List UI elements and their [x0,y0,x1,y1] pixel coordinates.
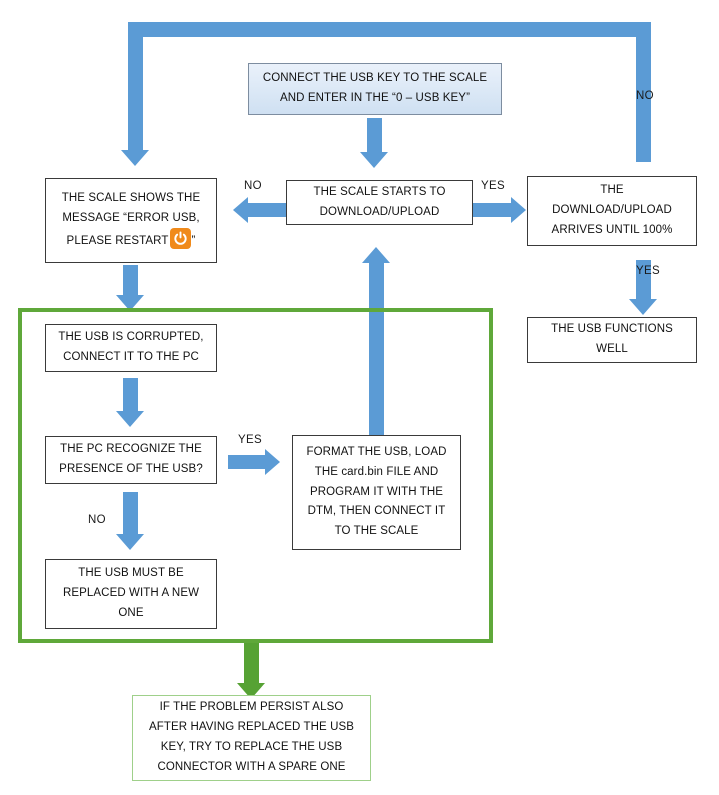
node-connect-usb-key-line1: CONNECT THE USB KEY TO THE SCALE [262,72,488,85]
node-scale-starts[interactable]: THE SCALE STARTS TO DOWNLOAD/UPLOAD [286,180,473,225]
connector-scale-to-error-shaft [248,203,286,217]
connector-recognize-to-format-shaft [228,455,265,469]
node-problem-persist-line2: AFTER HAVING REPLACED THE USB [148,721,355,734]
edge-label-yes-arrives: YES [481,180,505,192]
edge-label-no-replace: NO [88,514,106,526]
connector-start-to-scale-shaft [367,118,382,152]
node-usb-replaced-line2: REPLACED WITH A NEW [62,587,200,600]
connector-loop-right-vertical [636,22,651,162]
connector-corrupted-to-recognize-arrowhead [116,411,144,427]
node-scale-starts-line2: DOWNLOAD/UPLOAD [319,205,440,218]
node-usb-functions-line1: THE USB FUNCTIONS [551,323,673,336]
node-connect-usb-key[interactable]: CONNECT THE USB KEY TO THE SCALE AND ENT… [248,63,502,115]
connector-arrives-to-functions-shaft [636,260,651,299]
node-connect-usb-key-line2: AND ENTER IN THE “0 – USB KEY” [279,92,471,104]
connector-scale-to-arrives-arrowhead [511,197,526,223]
connector-scale-to-arrives-shaft [473,203,511,217]
node-format-usb-line5: TO THE SCALE [334,525,419,538]
node-problem-persist[interactable]: IF THE PROBLEM PERSIST ALSO AFTER HAVING… [132,695,371,781]
connector-loop-left-vertical [128,22,143,150]
node-error-usb-line3: PLEASE RESTART [66,235,169,248]
node-download-arrives-100[interactable]: THE DOWNLOAD/UPLOAD ARRIVES UNTIL 100% [527,176,697,246]
node-pc-recognize-line1: THE PC RECOGNIZE THE [60,443,202,456]
edge-label-yes-format: YES [238,434,262,446]
node-usb-corrupted-line1: THE USB IS CORRUPTED, [58,331,204,344]
node-format-usb-line4: DTM, THEN CONNECT IT [307,505,446,518]
node-usb-functions-well[interactable]: THE USB FUNCTIONS WELL [527,317,697,363]
node-download-arrives-line1: THE [600,184,624,197]
edge-label-yes-functions: YES [636,265,660,277]
edge-label-no-loop-top: NO [636,90,654,102]
power-icon [169,228,191,250]
node-format-usb-line1: FORMAT THE USB, LOAD [306,446,447,459]
node-error-usb-line1: THE SCALE SHOWS THE [61,191,201,204]
connector-start-to-scale-arrowhead [360,152,388,168]
node-usb-replaced-line3: ONE [118,606,144,619]
node-format-usb[interactable]: FORMAT THE USB, LOAD THE card.bin FILE A… [292,435,461,550]
connector-recognize-to-replaced-shaft [123,492,138,534]
node-error-usb-line2: MESSAGE “ERROR USB, [62,211,200,224]
node-format-usb-line3: PROGRAM IT WITH THE [309,485,444,498]
node-download-arrives-line2: DOWNLOAD/UPLOAD [552,204,672,217]
node-usb-replaced-line1: THE USB MUST BE [78,567,184,580]
connector-loop-arrowhead [121,150,149,166]
connector-format-to-scale-shaft [369,263,384,435]
node-usb-corrupted-line2: CONNECT IT TO THE PC [63,351,199,363]
node-download-arrives-line3: ARRIVES UNTIL 100% [551,223,673,236]
node-format-usb-line2: THE card.bin FILE AND [314,465,439,478]
node-problem-persist-line1: IF THE PROBLEM PERSIST ALSO [159,701,344,714]
node-problem-persist-line4: CONNECTOR WITH A SPARE ONE [157,760,346,773]
connector-section-to-persist-shaft [244,641,259,683]
node-usb-must-be-replaced[interactable]: THE USB MUST BE REPLACED WITH A NEW ONE [45,559,217,629]
node-usb-functions-line2: WELL [596,343,628,355]
connector-scale-to-error-arrowhead [233,197,248,223]
edge-label-no-error: NO [244,180,262,192]
connector-error-to-corrupted-arrowhead [116,295,144,311]
connector-format-to-scale-arrowhead [362,247,390,263]
connector-recognize-to-replaced-arrowhead [116,534,144,550]
node-problem-persist-line3: KEY, TRY TO REPLACE THE USB [160,741,343,753]
node-pc-recognize-line2: PRESENCE OF THE USB? [59,463,203,475]
node-usb-corrupted[interactable]: THE USB IS CORRUPTED, CONNECT IT TO THE … [45,324,217,372]
connector-error-to-corrupted-shaft [123,265,138,295]
node-error-usb[interactable]: THE SCALE SHOWS THE MESSAGE “ERROR USB, … [45,178,217,263]
node-scale-starts-line1: THE SCALE STARTS TO [313,185,446,198]
connector-recognize-to-format-arrowhead [265,449,280,475]
connector-loop-top-horizontal [128,22,651,37]
node-pc-recognize[interactable]: THE PC RECOGNIZE THE PRESENCE OF THE USB… [45,436,217,484]
node-error-usb-line3-post: ” [191,235,196,248]
connector-corrupted-to-recognize-shaft [123,378,138,411]
connector-arrives-to-functions-arrowhead [629,299,657,315]
